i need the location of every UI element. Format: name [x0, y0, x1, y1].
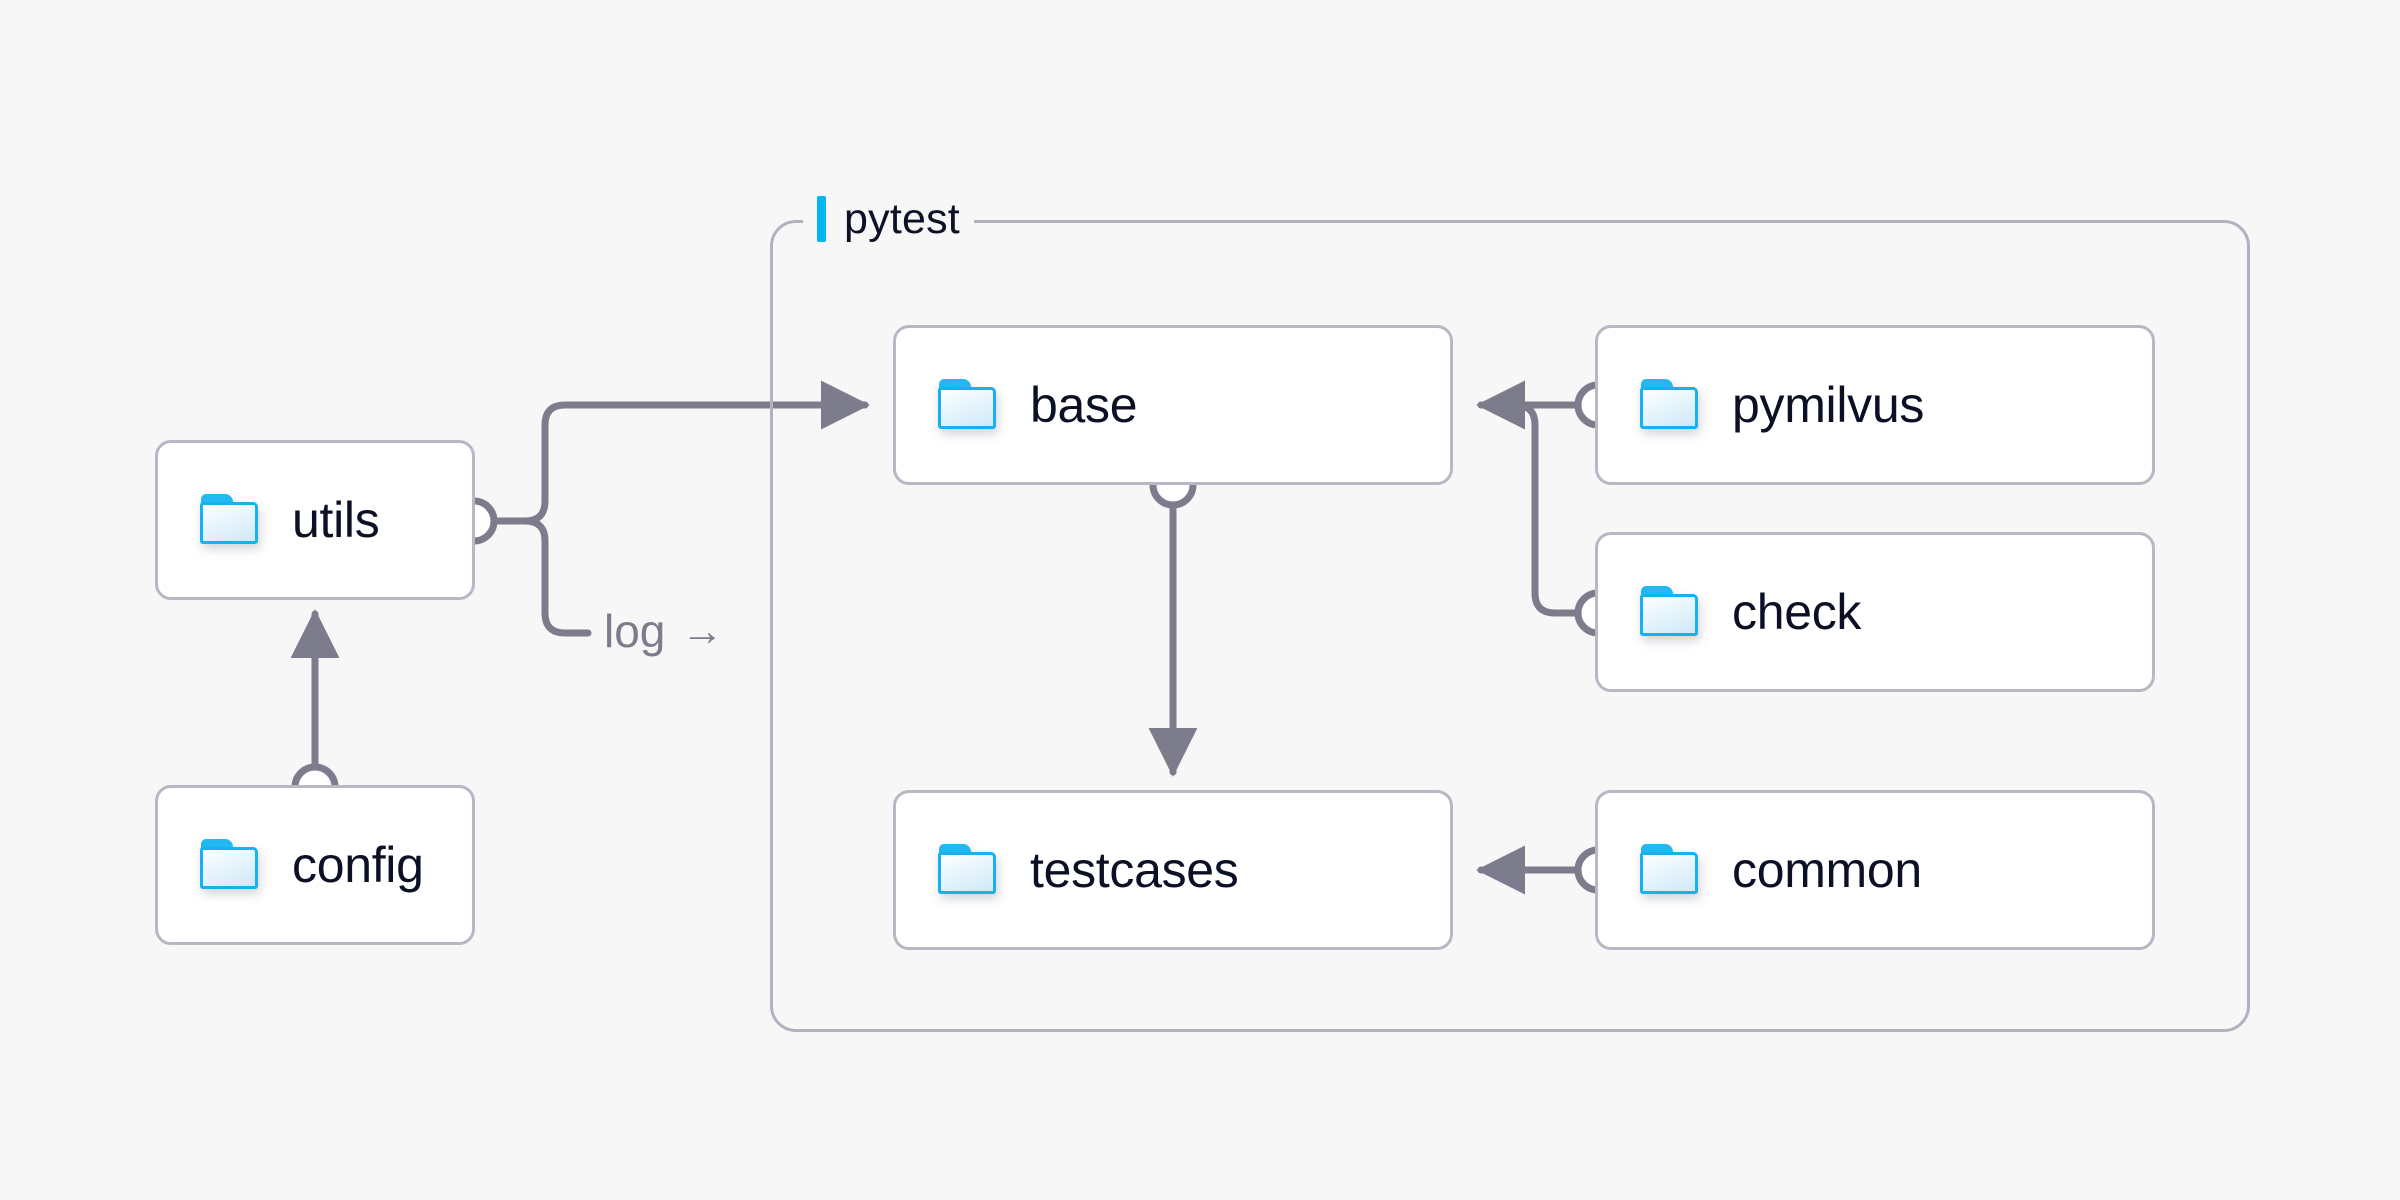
- node-utils[interactable]: utils: [155, 440, 475, 600]
- folder-icon: [1640, 379, 1702, 431]
- node-check-label: check: [1732, 584, 1862, 640]
- accent-bar-icon: [817, 196, 826, 242]
- node-base-label: base: [1030, 377, 1138, 433]
- folder-icon: [1640, 586, 1702, 638]
- edge-utils-to-log: [486, 517, 592, 637]
- edge-label-log: log →: [604, 608, 723, 654]
- folder-icon: [938, 379, 1000, 431]
- node-testcases-label: testcases: [1030, 842, 1239, 898]
- folder-icon: [938, 844, 1000, 896]
- folder-icon: [200, 494, 262, 546]
- group-pytest[interactable]: [770, 220, 2250, 1032]
- node-utils-label: utils: [292, 492, 380, 548]
- node-config-label: config: [292, 837, 424, 893]
- node-common-label: common: [1732, 842, 1922, 898]
- node-base[interactable]: base: [893, 325, 1453, 485]
- folder-icon: [1640, 844, 1702, 896]
- node-check[interactable]: check: [1595, 532, 2155, 692]
- folder-icon: [200, 839, 262, 891]
- arrow-right-icon: →: [681, 607, 724, 654]
- node-pymilvus[interactable]: pymilvus: [1595, 325, 2155, 485]
- node-testcases[interactable]: testcases: [893, 790, 1453, 950]
- edge-label-log-text: log: [604, 605, 666, 657]
- node-config[interactable]: config: [155, 785, 475, 945]
- group-pytest-label-text: pytest: [844, 194, 960, 243]
- node-pymilvus-label: pymilvus: [1732, 377, 1925, 433]
- node-common[interactable]: common: [1595, 790, 2155, 950]
- group-pytest-label: pytest: [803, 190, 974, 248]
